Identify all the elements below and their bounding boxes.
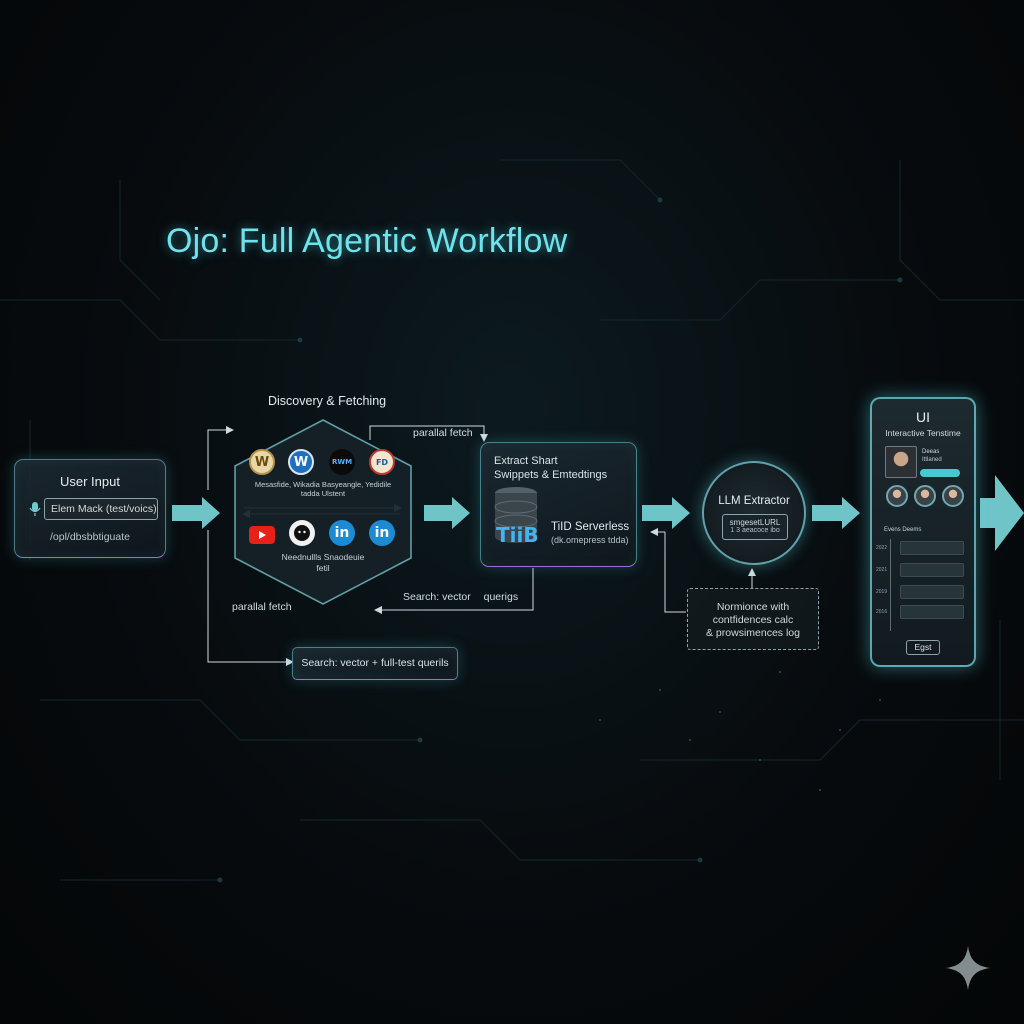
phone-subheading: Interactive Tenstime bbox=[885, 428, 961, 438]
flow-arrow-4 bbox=[812, 497, 860, 529]
linkedin-icon: in bbox=[369, 520, 395, 546]
sources-bottom-caption: Neednullls Snaodeuie fetil bbox=[281, 552, 365, 573]
search-vector-suffix: querigs bbox=[483, 591, 519, 603]
llm-inner-line-1: smgesetLURL bbox=[729, 518, 781, 527]
github-icon bbox=[289, 520, 315, 546]
profile-name: Deeas bbox=[922, 449, 940, 455]
youtube-icon bbox=[249, 522, 275, 548]
profile-sub: Ittlaned bbox=[922, 457, 942, 463]
timeline-entry[interactable] bbox=[900, 585, 964, 599]
discovery-hexagon: W W RWM FD Mesasfide, Wikadia Basyeangle… bbox=[231, 416, 415, 608]
export-button[interactable]: Egst bbox=[906, 640, 940, 655]
extract-heading-1: Extract Shart bbox=[494, 455, 558, 467]
normalize-box: Normionce with contfidences calc & prows… bbox=[687, 588, 819, 650]
user-query-input[interactable]: Elem Mack (test/voics) bbox=[44, 498, 158, 520]
phone-heading: UI bbox=[916, 409, 930, 425]
linkedin-icon: in bbox=[329, 520, 355, 546]
timeline-entry[interactable] bbox=[900, 605, 964, 619]
serverless-line-1: TiID Serverless bbox=[551, 521, 630, 533]
news-icon: RWM bbox=[329, 449, 355, 475]
timeline-year: 2022 bbox=[876, 545, 888, 551]
search-query-box: Search: vector + full-test querils bbox=[292, 647, 458, 680]
avatar[interactable] bbox=[914, 485, 936, 507]
avatar[interactable] bbox=[942, 485, 964, 507]
parallel-fetch-top-label: parallal fetch bbox=[413, 427, 473, 439]
parallel-fetch-left-label: parallal fetch bbox=[232, 601, 292, 613]
timeline-year: 2021 bbox=[876, 567, 888, 573]
extract-card: Extract Shart Swippets & Emtedtings TiiB… bbox=[480, 442, 637, 567]
flow-arrow-5 bbox=[980, 475, 1024, 551]
llm-inner-box: smgesetLURL 1 3 aeacoce ibo bbox=[722, 514, 788, 540]
timeline-entry[interactable] bbox=[900, 563, 964, 577]
wikipedia-blue-icon: W bbox=[288, 449, 314, 475]
user-caption: /opl/dbsbbtiguate bbox=[50, 531, 130, 543]
flow-arrow-3 bbox=[642, 497, 690, 529]
timeline-axis bbox=[890, 539, 891, 631]
timeline-year: 2019 bbox=[876, 589, 888, 595]
normalize-line-3: & prowsimences log bbox=[706, 627, 800, 639]
sparkle-icon bbox=[946, 946, 990, 990]
profile-avatar bbox=[885, 446, 917, 478]
ui-phone-mockup: UI Interactive Tenstime Deeas Ittlaned E… bbox=[870, 397, 976, 667]
serverless-line-2: (dk.omepress tdda) bbox=[551, 535, 629, 545]
database-source-icon: FD bbox=[369, 449, 395, 475]
search-vector-text: Search: vector bbox=[403, 591, 471, 603]
normalize-line-2: contfidences calc bbox=[712, 614, 794, 626]
timeline-entry[interactable] bbox=[900, 541, 964, 555]
wikipedia-gold-icon: W bbox=[249, 449, 275, 475]
extract-heading-2: Swippets & Emtedtings bbox=[494, 469, 608, 481]
user-input-heading: User Input bbox=[60, 474, 120, 489]
db-logo-text: TiiB bbox=[496, 523, 539, 547]
discovery-heading: Discovery & Fetching bbox=[268, 394, 387, 408]
diagram-title: Ojo: Full Agentic Workflow bbox=[166, 222, 568, 260]
timeline-section-title: Evens Deems bbox=[884, 527, 922, 533]
sources-top-caption: Mesasfide, Wikadia Basyeangle, Yedidile … bbox=[254, 480, 392, 498]
search-box-text: Search: vector + full-test querils bbox=[301, 657, 449, 669]
timeline-year: 2016 bbox=[876, 609, 888, 615]
flow-arrow-2 bbox=[424, 497, 470, 529]
llm-inner-line-2: 1 3 aeacoce ibo bbox=[730, 527, 780, 534]
llm-extractor-node: LLM Extractor smgesetLURL 1 3 aeacoce ib… bbox=[702, 461, 806, 565]
database-icon bbox=[494, 487, 538, 543]
normalize-line-1: Normionce with bbox=[716, 601, 790, 613]
profile-action-button[interactable] bbox=[920, 469, 960, 477]
flow-arrow-1 bbox=[172, 497, 220, 529]
search-vector-label: Search: vector querigs bbox=[403, 591, 518, 603]
avatar[interactable] bbox=[886, 485, 908, 507]
llm-heading: LLM Extractor bbox=[718, 495, 790, 507]
microphone-icon bbox=[29, 502, 41, 516]
